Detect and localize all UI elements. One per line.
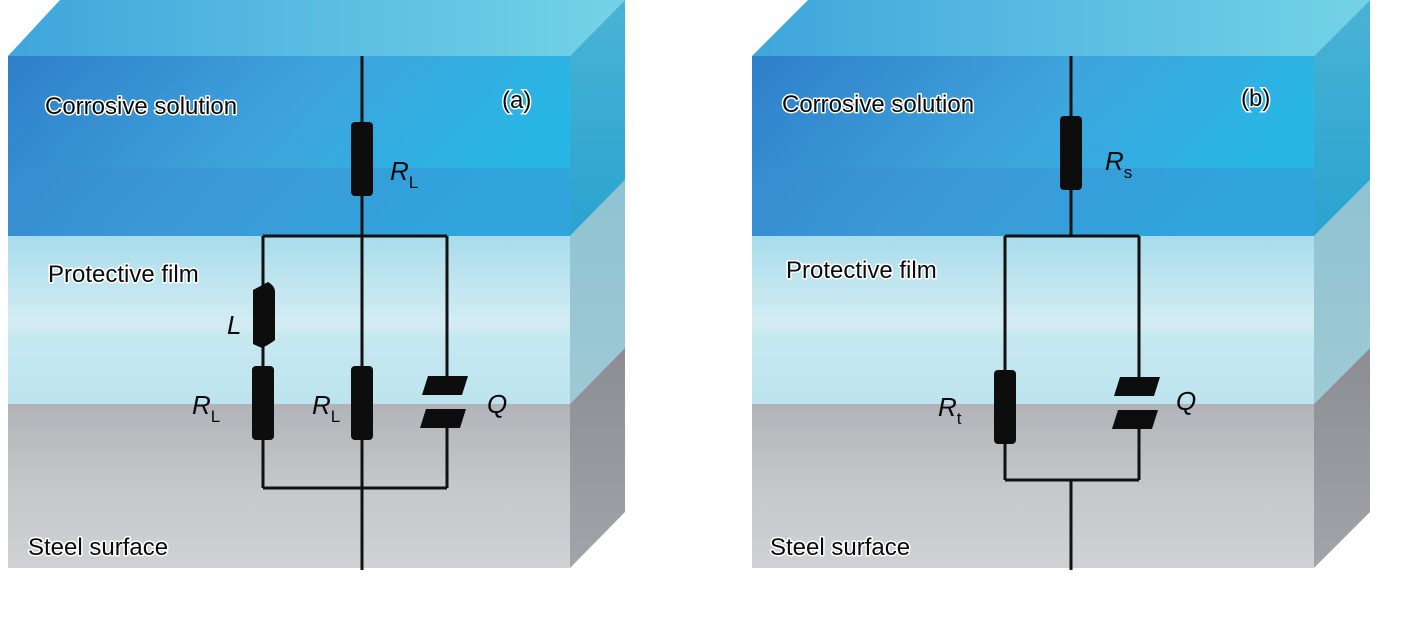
cpe-plate-top-a	[422, 376, 468, 395]
panel-tag-b: (b)	[1241, 85, 1270, 112]
series-resistor-label-b: Rs	[1105, 146, 1132, 182]
inductor-label-a: L	[227, 310, 241, 340]
film-band	[8, 334, 570, 404]
steel-front-face	[8, 404, 570, 568]
series-resistor-b	[1060, 116, 1082, 190]
panel-b: Corrosive solution Protective film Steel…	[752, 0, 1370, 570]
solution-side-face	[570, 0, 625, 236]
branch-resistor-mid-a	[351, 366, 373, 440]
film-side-face	[1314, 180, 1370, 404]
solution-side-face	[1314, 0, 1370, 236]
inductor-a	[253, 282, 275, 348]
series-resistor-label-a: RL	[390, 156, 418, 192]
cpe-plate-bottom-b	[1112, 410, 1158, 429]
solution-label-a: Corrosive solution	[45, 93, 237, 120]
cpe-plate-bottom-a	[420, 409, 466, 428]
solution-top-face	[8, 0, 625, 56]
layer-block-a	[8, 0, 625, 568]
steel-side-face	[570, 348, 625, 568]
solution-front-face	[8, 56, 570, 236]
solution-front-face	[752, 56, 1314, 236]
panel-tag-a: (a)	[502, 87, 531, 114]
steel-side-face	[1314, 348, 1370, 568]
steel-label-a: Steel surface	[28, 534, 168, 561]
steel-front-face	[752, 404, 1314, 568]
circuit-b	[994, 56, 1160, 570]
cpe-label-a: Q	[487, 389, 507, 419]
solution-top-face	[752, 0, 1370, 56]
branch-resistor-left-label-a: RL	[192, 390, 220, 426]
solution-band	[8, 168, 570, 236]
solution-band	[752, 168, 1314, 236]
branch-resistor-label-b: Rt	[938, 392, 962, 428]
solution-label-b: Corrosive solution	[782, 91, 974, 118]
cpe-label-b: Q	[1176, 386, 1196, 416]
film-label-b: Protective film	[786, 257, 937, 284]
panel-a: Corrosive solution Protective film Steel…	[8, 0, 625, 570]
film-band	[752, 334, 1314, 404]
layer-block-b	[752, 0, 1370, 568]
film-side-face	[570, 180, 625, 404]
circuit-a	[252, 56, 468, 570]
series-resistor-a	[351, 122, 373, 196]
steel-label-b: Steel surface	[770, 534, 910, 561]
film-label-a: Protective film	[48, 261, 199, 288]
branch-resistor-mid-label-a: RL	[312, 390, 340, 426]
cpe-plate-top-b	[1114, 377, 1160, 396]
branch-resistor-left-a	[252, 366, 274, 440]
branch-resistor-b	[994, 370, 1016, 444]
